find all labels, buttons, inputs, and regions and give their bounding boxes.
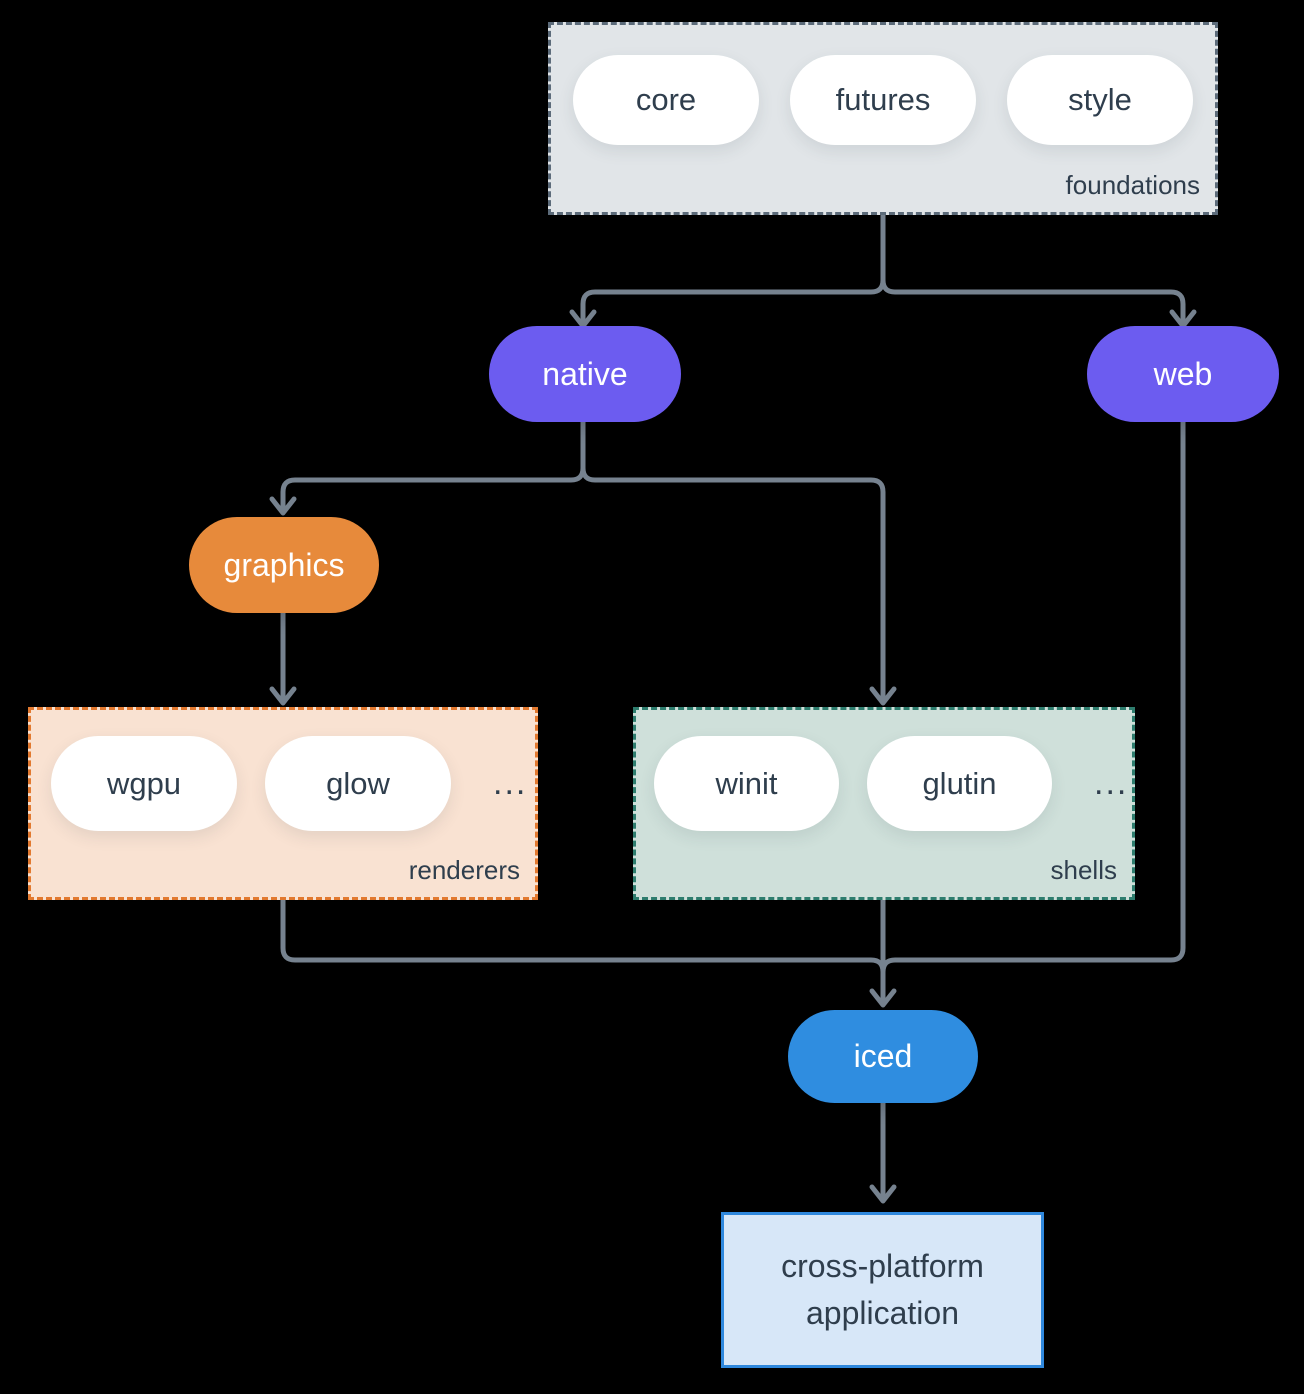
connector-native-to-shells bbox=[580, 419, 886, 700]
shells-group: winit glutin ... shells bbox=[633, 707, 1135, 900]
pill-winit: winit bbox=[654, 736, 839, 831]
node-graphics: graphics bbox=[189, 517, 379, 613]
pill-core: core bbox=[573, 55, 759, 145]
pill-glutin: glutin bbox=[867, 736, 1052, 831]
renderers-group: wgpu glow ... renderers bbox=[28, 707, 538, 900]
arrowhead-graphics bbox=[269, 496, 297, 516]
pill-style: style bbox=[1007, 55, 1193, 145]
pill-glow: glow bbox=[265, 736, 451, 831]
application-label-line2: application bbox=[806, 1295, 959, 1331]
pill-wgpu: wgpu bbox=[51, 736, 237, 831]
node-iced: iced bbox=[788, 1010, 978, 1103]
renderers-pill-row: wgpu glow ... bbox=[31, 710, 535, 831]
renderers-ellipsis: ... bbox=[493, 764, 528, 802]
arrowhead-renderers bbox=[269, 686, 297, 706]
arrowhead-shells bbox=[869, 686, 897, 706]
pill-futures: futures bbox=[790, 55, 976, 145]
application-box: cross-platform application bbox=[721, 1212, 1044, 1368]
shells-pill-row: winit glutin ... bbox=[636, 710, 1132, 831]
connector-foundations-to-native bbox=[580, 212, 886, 323]
connector-renderers-to-iced bbox=[280, 897, 886, 975]
shells-ellipsis: ... bbox=[1094, 764, 1129, 802]
arrowhead-iced bbox=[869, 988, 897, 1008]
foundations-group: core futures style foundations bbox=[548, 22, 1218, 215]
node-web: web bbox=[1087, 326, 1279, 422]
shells-label: shells bbox=[1050, 855, 1117, 885]
arrowhead-application bbox=[869, 1184, 897, 1204]
foundations-pill-row: core futures style bbox=[551, 25, 1215, 145]
connector-foundations-to-web bbox=[880, 212, 1186, 323]
connector-native-to-graphics bbox=[280, 419, 586, 510]
application-label-line1: cross-platform bbox=[781, 1248, 984, 1284]
node-native: native bbox=[489, 326, 681, 422]
foundations-label: foundations bbox=[1065, 170, 1200, 200]
renderers-label: renderers bbox=[408, 855, 520, 885]
